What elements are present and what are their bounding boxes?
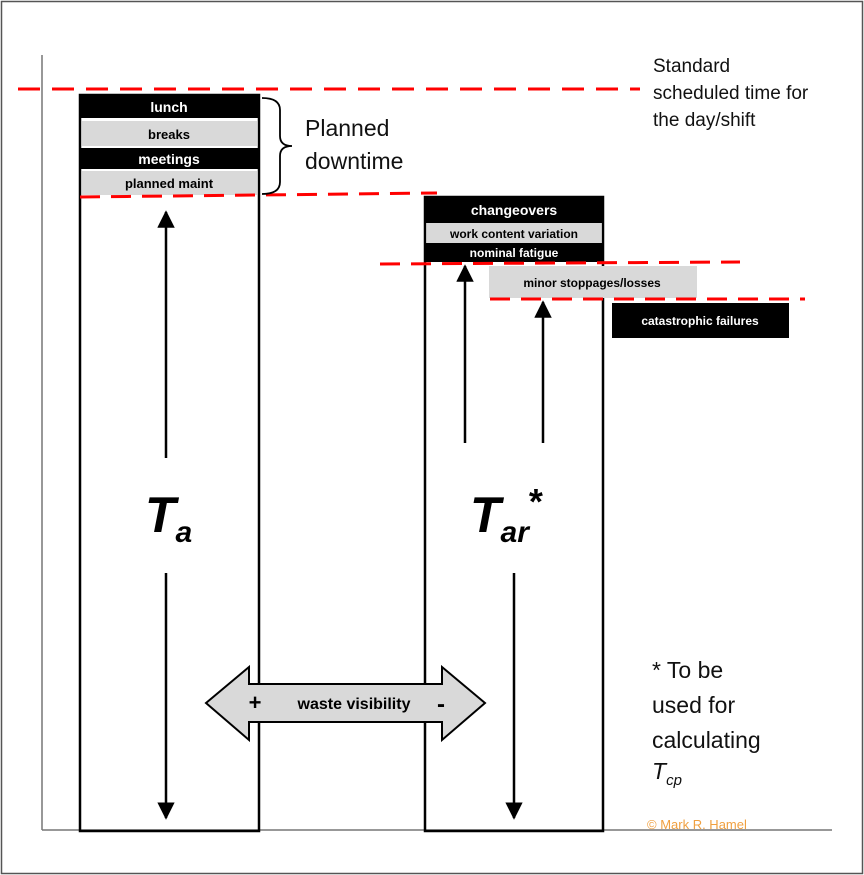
- footnote-tcp: Tcp: [652, 758, 682, 789]
- minor-stoppages-label: minor stoppages/losses: [523, 276, 661, 290]
- planned-downtime-bracket: [261, 97, 293, 195]
- planned-downtime-line: [79, 191, 438, 199]
- ta-symbol: Ta: [145, 487, 192, 549]
- changeovers-label: changeovers: [471, 202, 558, 218]
- work-content-variation-block: [427, 223, 601, 243]
- catastrophic-label: catastrophic failures: [641, 314, 759, 328]
- work-content-variation-label: work content variation: [449, 227, 578, 241]
- breaks-block: [82, 121, 257, 146]
- waste-visibility-arrow: [204, 664, 487, 743]
- breaks-label: breaks: [148, 127, 190, 142]
- nominal-fatigue-block: [425, 243, 603, 262]
- planned-downtime-label: Planned downtime: [305, 115, 403, 174]
- standard-time-label: Standard scheduled time for the day/shif…: [653, 56, 814, 131]
- planned-maint-block: [82, 171, 257, 195]
- copyright: © Mark R. Hamel: [647, 817, 747, 832]
- tar-symbol: Tar*: [470, 481, 543, 549]
- catastrophic-block: [612, 303, 789, 338]
- minor-stoppages-block: [489, 266, 697, 298]
- nominal-fatigue-label: nominal fatigue: [470, 246, 559, 260]
- lunch-label: lunch: [150, 99, 187, 115]
- waste-visibility-label: waste visibility: [297, 696, 411, 713]
- planned-maint-label: planned maint: [125, 176, 214, 191]
- lunch-block: [80, 95, 259, 118]
- minus-sign: -: [437, 691, 445, 718]
- meetings-block: [80, 148, 259, 169]
- changeovers-block: [425, 197, 603, 223]
- footnote: * To be used for calculating: [652, 657, 761, 753]
- plus-sign: +: [249, 690, 262, 715]
- meetings-label: meetings: [138, 151, 200, 167]
